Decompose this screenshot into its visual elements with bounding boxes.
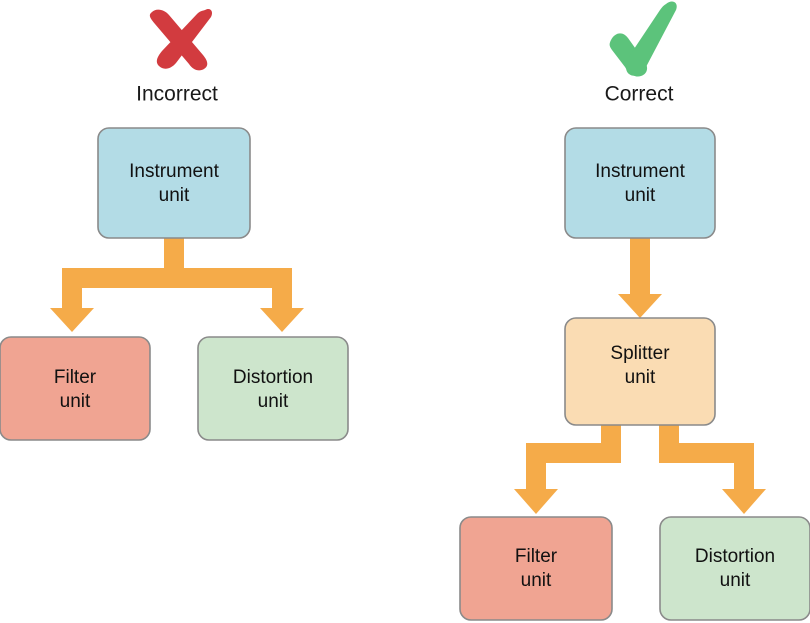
node-label-line2: unit — [625, 185, 656, 206]
node-box[interactable] — [0, 336, 151, 441]
node-box[interactable] — [97, 127, 251, 239]
node-label-line1: Instrument — [595, 161, 685, 182]
node-box[interactable] — [564, 127, 716, 239]
node-splitter-unit[interactable]: Splitter unit — [564, 317, 716, 426]
edge-splitter-to-distortion — [659, 423, 766, 514]
node-label-line1: Distortion — [233, 367, 313, 388]
node-label-line1: Distortion — [695, 546, 775, 567]
node-box[interactable] — [564, 317, 716, 426]
node-instrument-unit-correct[interactable]: Instrument unit — [564, 127, 716, 239]
node-label-line2: unit — [258, 391, 289, 412]
node-filter-unit-correct[interactable]: Filter unit — [459, 516, 613, 621]
node-box[interactable] — [659, 516, 810, 621]
node-distortion-unit-incorrect[interactable]: Distortion unit — [197, 336, 349, 441]
panel-incorrect: Incorrect Instrument — [0, 8, 349, 441]
cross-mark-icon — [149, 8, 213, 71]
node-label-line2: unit — [720, 570, 751, 591]
node-box[interactable] — [459, 516, 613, 621]
node-box[interactable] — [197, 336, 349, 441]
edge-splitter-to-filter — [514, 423, 621, 514]
panel-caption-correct: Correct — [605, 83, 674, 106]
node-label-line2: unit — [521, 570, 552, 591]
node-distortion-unit-correct[interactable]: Distortion unit — [659, 516, 810, 621]
node-label-line2: unit — [625, 367, 656, 388]
panel-correct: Correct Inst — [459, 1, 810, 621]
edge-instrument-to-splitter — [618, 236, 662, 318]
panel-caption-incorrect: Incorrect — [136, 83, 218, 106]
node-label-line2: unit — [159, 185, 190, 206]
edge-instrument-to-children-fork — [50, 236, 304, 332]
node-instrument-unit-incorrect[interactable]: Instrument unit — [97, 127, 251, 239]
node-label-line1: Filter — [54, 367, 97, 388]
node-label-line2: unit — [60, 391, 91, 412]
node-filter-unit-incorrect[interactable]: Filter unit — [0, 336, 151, 441]
node-label-line1: Filter — [515, 546, 558, 567]
node-label-line1: Splitter — [610, 343, 670, 364]
check-mark-icon — [609, 1, 677, 77]
node-label-line1: Instrument — [129, 161, 219, 182]
